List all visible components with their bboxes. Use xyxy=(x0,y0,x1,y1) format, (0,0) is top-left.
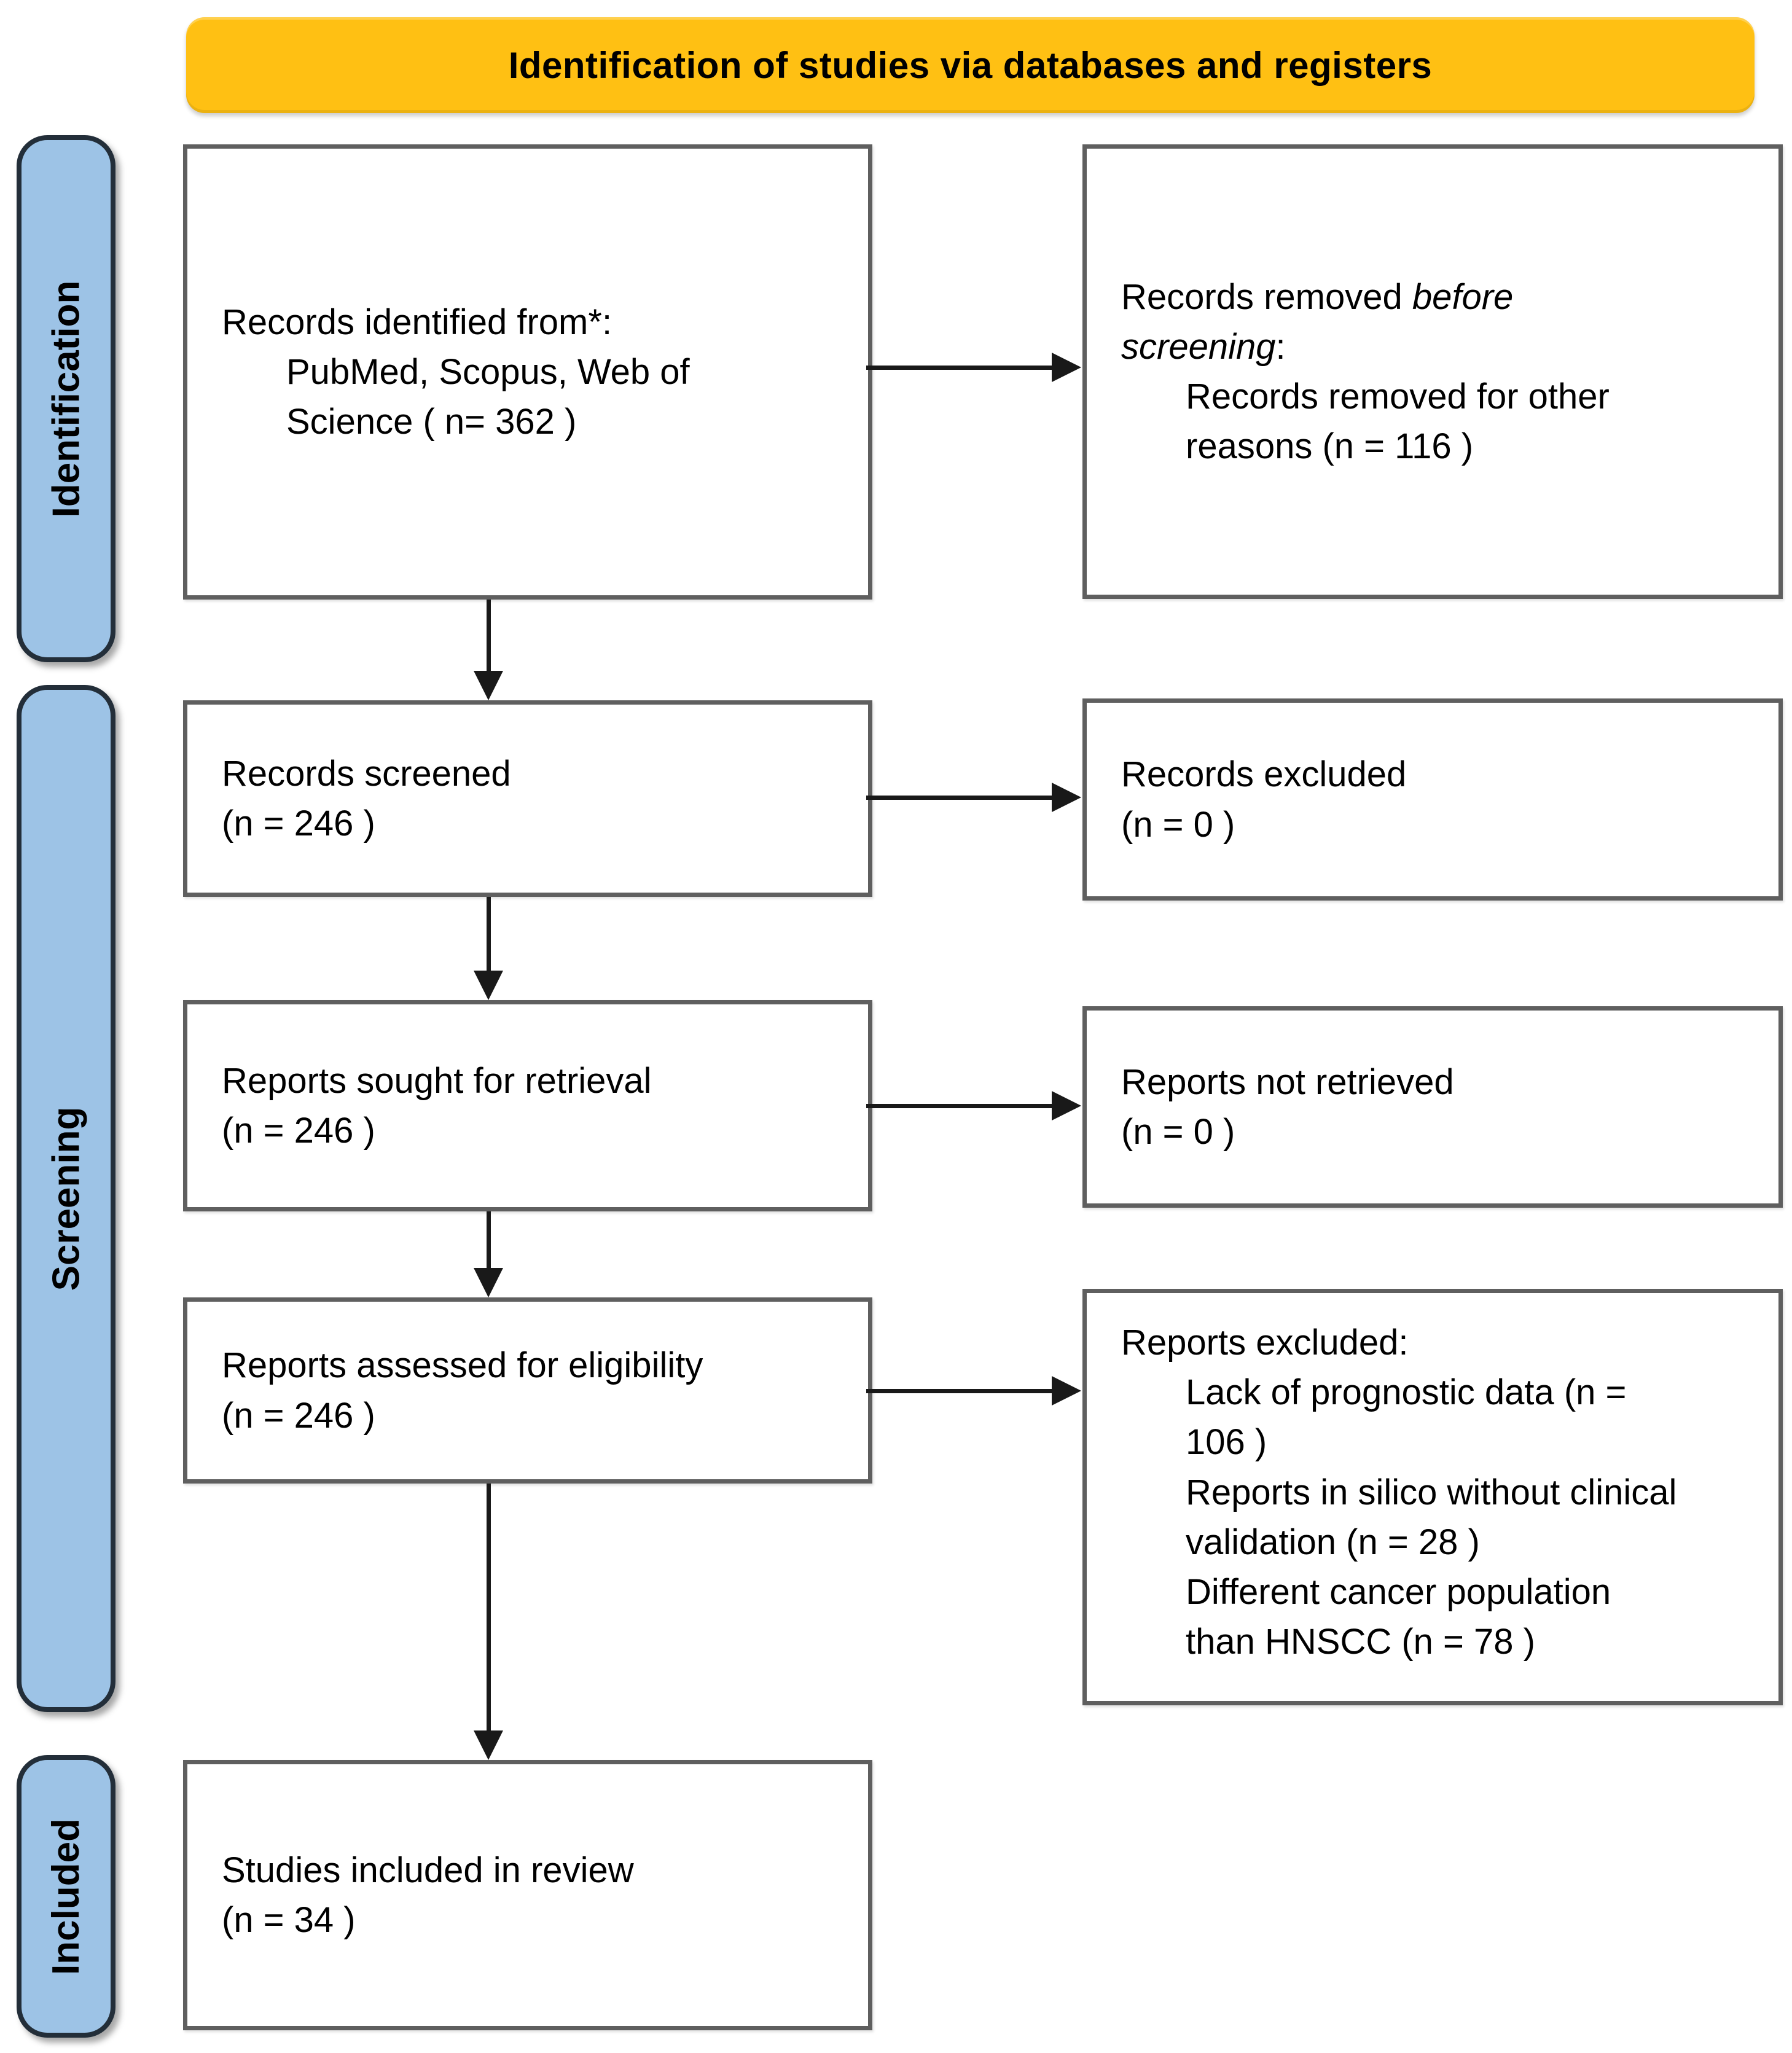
box-count: (n = 246 ) xyxy=(222,1111,375,1151)
box-records-identified: Records identified from*: PubMed, Scopus… xyxy=(183,144,872,600)
arrow-screened-to-excluded-head xyxy=(1052,783,1081,812)
stage-bar-screening: Screening xyxy=(17,685,115,1712)
exclusion-reason: Different cancer population than HNSCC (… xyxy=(1186,1571,1611,1662)
stage-bar-identification: Identification xyxy=(17,135,115,662)
arrow-assessed-to-included-line xyxy=(487,1484,491,1734)
label-text-segment: : xyxy=(1275,326,1286,367)
box-label: Records removed before screening: xyxy=(1121,272,1686,372)
box-count: (n = 246 ) xyxy=(222,804,375,843)
box-count: (n = 246 ) xyxy=(222,1395,375,1436)
arrow-assessed-to-reports-excluded-head xyxy=(1052,1376,1081,1406)
stage-label-screening: Screening xyxy=(45,1106,87,1291)
box-reports-excluded: Reports excluded: Lack of prognostic dat… xyxy=(1082,1289,1783,1705)
stage-bar-included: Included xyxy=(17,1755,115,2038)
arrow-identified-to-screened-head xyxy=(474,671,503,700)
arrow-sought-to-not-retrieved-line xyxy=(866,1104,1052,1108)
box-count: (n = 0 ) xyxy=(1121,804,1235,845)
box-detail: Records removed for other reasons (n = 1… xyxy=(1186,377,1610,467)
box-reports-not-retrieved: Reports not retrieved (n = 0 ) xyxy=(1082,1006,1783,1208)
arrow-identified-to-removed-line xyxy=(866,366,1052,370)
box-detail: PubMed, Scopus, Web of Science ( n= 362 … xyxy=(286,351,690,442)
box-label: Reports sought for retrieval xyxy=(222,1060,652,1101)
box-records-removed: Records removed before screening: Record… xyxy=(1082,144,1783,599)
label-italic-phrase: before screening xyxy=(1121,276,1514,367)
box-records-screened: Records screened (n = 246 ) xyxy=(183,700,872,897)
arrow-identified-to-removed-head xyxy=(1052,353,1081,382)
box-label: Studies included in review xyxy=(222,1850,634,1890)
arrow-sought-to-not-retrieved-head xyxy=(1052,1091,1081,1120)
box-label: Reports excluded: xyxy=(1121,1323,1409,1363)
box-studies-included: Studies included in review (n = 34 ) xyxy=(183,1760,872,2030)
label-text-segment: Records removed xyxy=(1121,276,1412,317)
arrow-screened-to-sought-head xyxy=(474,971,503,1000)
arrow-sought-to-assessed-line xyxy=(487,1211,491,1272)
box-label: Reports not retrieved xyxy=(1121,1062,1454,1102)
box-label: Reports assessed for eligibility xyxy=(222,1345,703,1386)
arrow-screened-to-sought-line xyxy=(487,897,491,974)
diagram-title: Identification of studies via databases … xyxy=(508,44,1433,86)
arrow-identified-to-screened-line xyxy=(487,600,491,675)
box-label: Records excluded xyxy=(1121,754,1407,795)
arrow-screened-to-excluded-line xyxy=(866,796,1052,800)
arrow-assessed-to-reports-excluded-line xyxy=(866,1389,1052,1393)
arrow-sought-to-assessed-head xyxy=(474,1268,503,1297)
arrow-assessed-to-included-head xyxy=(474,1730,503,1760)
title-banner: Identification of studies via databases … xyxy=(186,17,1755,113)
box-label: Records identified from*: xyxy=(222,302,612,342)
exclusion-reason: Reports in silico without clinical valid… xyxy=(1186,1472,1677,1562)
box-count: (n = 34 ) xyxy=(222,1900,356,1940)
box-reports-assessed: Reports assessed for eligibility (n = 24… xyxy=(183,1297,872,1484)
box-reports-sought: Reports sought for retrieval (n = 246 ) xyxy=(183,1000,872,1211)
exclusion-reason: Lack of prognostic data (n = 106 ) xyxy=(1186,1372,1627,1463)
stage-label-identification: Identification xyxy=(45,280,87,517)
box-label: Records screened xyxy=(222,753,511,794)
box-records-excluded: Records excluded (n = 0 ) xyxy=(1082,698,1783,901)
box-count: (n = 0 ) xyxy=(1121,1112,1235,1152)
stage-label-included: Included xyxy=(45,1818,87,1975)
